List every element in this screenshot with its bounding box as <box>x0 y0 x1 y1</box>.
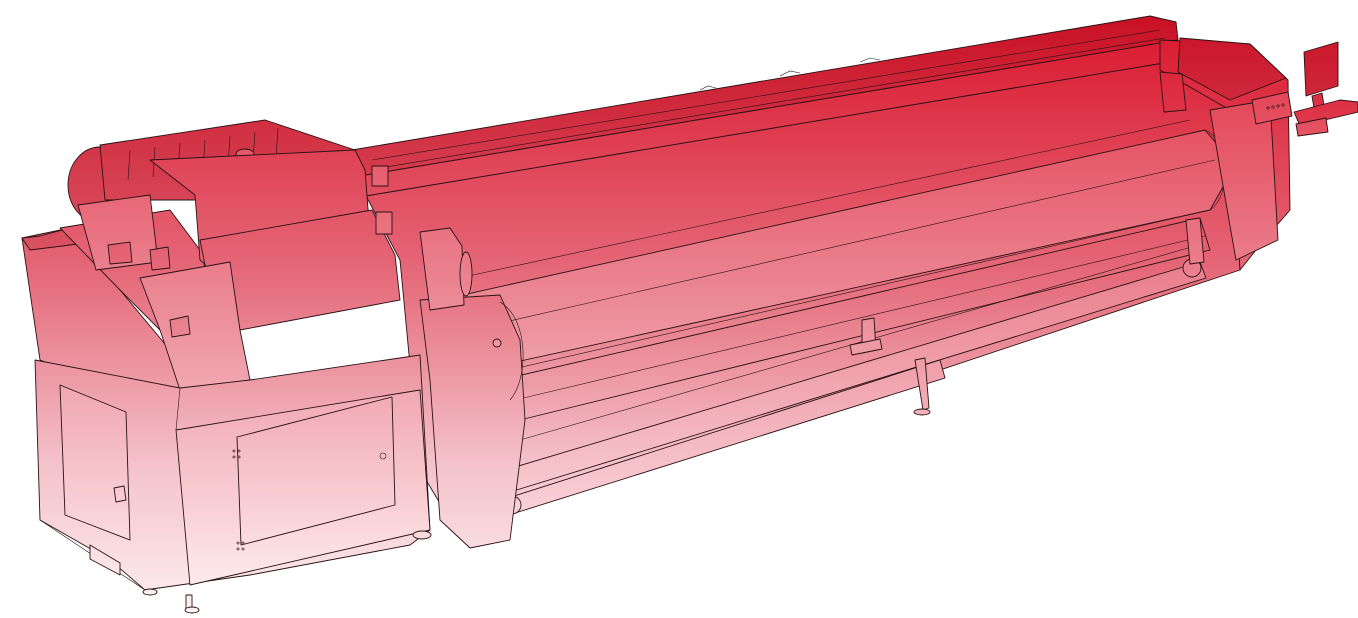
print-carriage <box>67 119 401 391</box>
base-cabinet <box>34 354 432 614</box>
mid-housing <box>419 227 526 549</box>
right-end-housing <box>1159 37 1291 271</box>
top-beam <box>351 15 1183 197</box>
main-body <box>365 59 1241 521</box>
control-monitor <box>1251 41 1358 137</box>
